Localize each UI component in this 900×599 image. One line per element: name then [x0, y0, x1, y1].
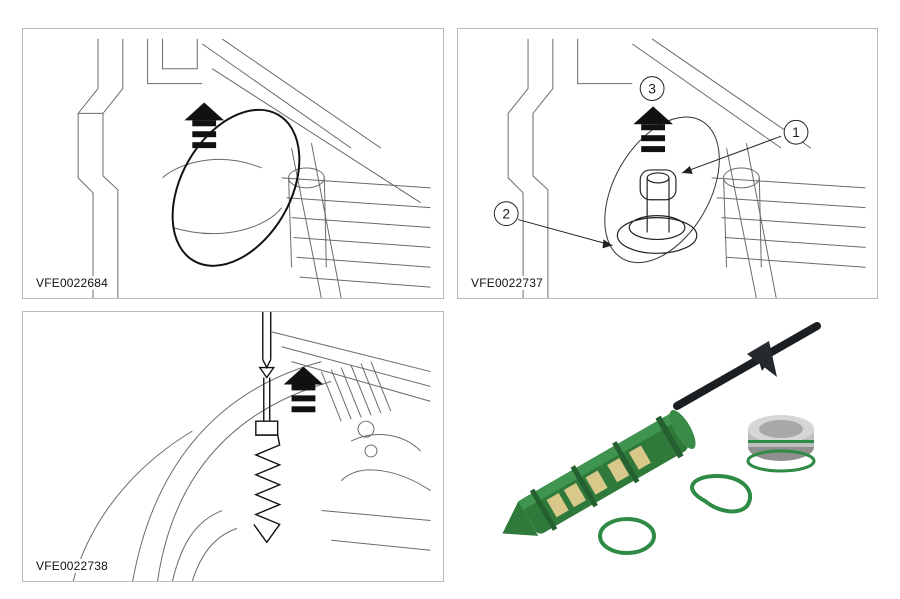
desiccant-cartridge: [502, 410, 696, 536]
up-arrow-icon: [633, 106, 673, 153]
callout-1: 1: [783, 119, 809, 145]
figure-code-label: VFE0022684: [34, 276, 111, 290]
figure-code-label: VFE0022737: [469, 276, 546, 290]
panel-3-illustration: [72, 312, 431, 581]
o-ring-small: [598, 517, 656, 555]
product-photo: [457, 311, 878, 582]
callout-1-number: 1: [792, 124, 800, 140]
callout-2-number: 2: [502, 206, 510, 222]
panel-2-illustration: 1 2 3: [493, 38, 866, 298]
diagram-panel-1: VFE0022684: [22, 28, 444, 299]
callout-2: 2: [493, 201, 519, 227]
panel-1-illustration: [77, 38, 431, 298]
up-arrow-icon: [283, 366, 324, 413]
valve-fitting: [616, 169, 698, 254]
callout-3: 3: [639, 76, 665, 101]
figure-code-label: VFE0022738: [34, 559, 111, 573]
diagram-panel-3: VFE0022738: [22, 311, 444, 582]
diagram-panel-2: 1 2 3 VFE0022737: [457, 28, 878, 299]
up-arrow-icon: [184, 102, 225, 149]
desiccant-tool: [253, 312, 282, 544]
desiccant-rod: [673, 322, 821, 410]
o-ring-large: [690, 473, 753, 514]
callout-3-number: 3: [648, 81, 656, 97]
desiccant-kit-photo: [502, 322, 821, 555]
plug: [746, 415, 816, 473]
